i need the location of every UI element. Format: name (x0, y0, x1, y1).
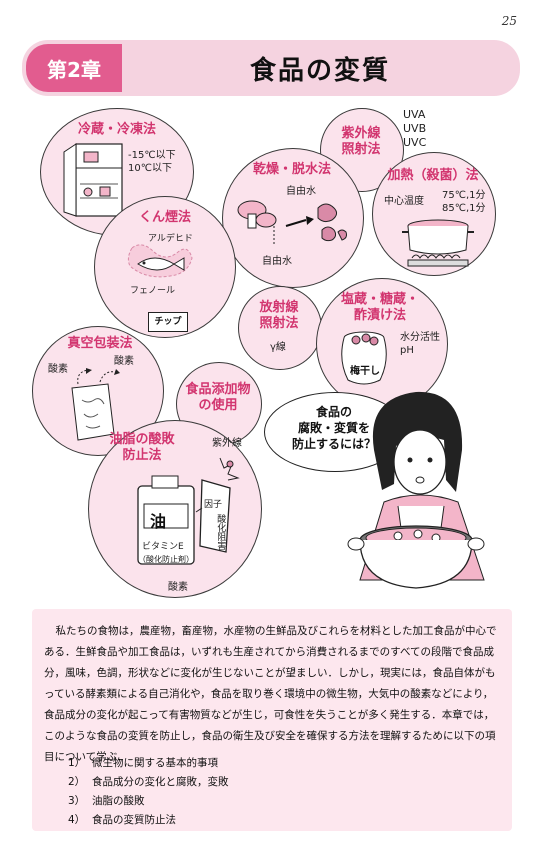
vacuum-pack-illustration (71, 368, 120, 441)
oil-can-illustration (137, 457, 240, 565)
irradiation-title: 放射線 照射法 (259, 300, 299, 332)
salting-jar-label: 梅干し (350, 366, 380, 377)
woman-with-pot-illustration (347, 391, 485, 589)
oil-antioxidant: （酸化防止剤） (138, 555, 194, 564)
list-item: 2） 食品成分の変化と腐敗，変敗 (68, 773, 229, 792)
oil-oxidation-block: 酸化阻害 (215, 514, 226, 550)
smoking-chip-label: チップ (154, 317, 182, 327)
heating-conditions: 75℃,1分 85℃,1分 (442, 190, 486, 214)
topic-number: 1） (68, 757, 86, 769)
oil-title: 油脂の酸敗 防止法 (109, 432, 175, 464)
smoking-phenol: フェノール (130, 286, 176, 296)
vacuum-title: 真空包装法 (67, 336, 133, 351)
salting-circle (316, 278, 448, 410)
topic-list: 1） 微生物に関する基本的事項 2） 食品成分の変化と腐敗，変敗 3） 油脂の酸敗 4… (68, 754, 229, 830)
heating-core-temp: 中心温度 (384, 196, 424, 207)
drying-free-water-bottom: 自由水 (262, 256, 292, 267)
speech-bubble-text: 食品の 腐敗・変質を 防止するには？ (291, 405, 376, 452)
vacuum-oxygen-left: 酸素 (48, 364, 68, 375)
refrigerator-illustration (63, 143, 123, 217)
mushroom-drying-illustration (237, 200, 347, 246)
topic-number: 4） (68, 814, 86, 826)
topic-text: 油脂の酸敗 (92, 795, 145, 807)
oil-factor: 因子 (204, 500, 223, 510)
chapter-title: 食品の変質 (249, 55, 390, 86)
oil-vitamin: ビタミンE (142, 542, 184, 552)
smoking-title: くん煙法 (138, 210, 191, 225)
smoking-aldehyde: アルデヒド (148, 234, 193, 244)
topic-number: 2） (68, 776, 86, 788)
pickled-plum-jar-illustration (341, 331, 387, 385)
irradiation-circle (238, 286, 322, 370)
topic-text: 食品成分の変化と腐敗，変敗 (92, 776, 229, 788)
irradiation-gamma: γ線 (270, 342, 286, 353)
list-item: 4） 食品の変質防止法 (68, 811, 229, 830)
chapter-label: 第2章 (26, 44, 122, 92)
list-item: 1） 微生物に関する基本的事項 (68, 754, 229, 773)
intro-paragraph: 私たちの食物は，農産物，畜産物，水産物の生鮮品及びこれらを材料とした加工食品が中… (44, 625, 497, 763)
uv-title: 紫外線 照射法 (341, 126, 381, 158)
additives-title: 食品添加物 の使用 (185, 382, 251, 414)
oil-oxygen: 酸素 (168, 582, 188, 593)
intro-box (32, 609, 512, 831)
vacuum-oxygen-right: 酸素 (114, 356, 134, 367)
topic-text: 微生物に関する基本的事項 (92, 757, 218, 769)
salting-title: 塩蔵・糖蔵・ 酢漬け法 (340, 292, 419, 324)
refrigeration-title: 冷蔵・冷凍法 (77, 122, 156, 137)
salting-water-activity: 水分活性 pH (400, 332, 440, 356)
smoked-fish-illustration (127, 244, 193, 278)
uv-types: UVA UVB UVC (403, 108, 427, 149)
topic-number: 3） (68, 795, 86, 807)
page-number: 25 (501, 14, 517, 28)
refrigeration-temps: -15℃以下 10℃以下 (128, 150, 176, 174)
oil-can-label: 油 (150, 512, 167, 531)
smoking-chip-box: チップ (148, 312, 188, 332)
heating-title: 加熱（殺菌）法 (387, 168, 479, 183)
oil-uv: 紫外線 (212, 438, 242, 449)
pot-on-stove-illustration (402, 219, 474, 267)
drying-free-water-top: 自由水 (286, 186, 316, 197)
drying-title: 乾燥・脱水法 (252, 162, 331, 177)
topic-text: 食品の変質防止法 (92, 814, 176, 826)
list-item: 3） 油脂の酸敗 (68, 792, 229, 811)
